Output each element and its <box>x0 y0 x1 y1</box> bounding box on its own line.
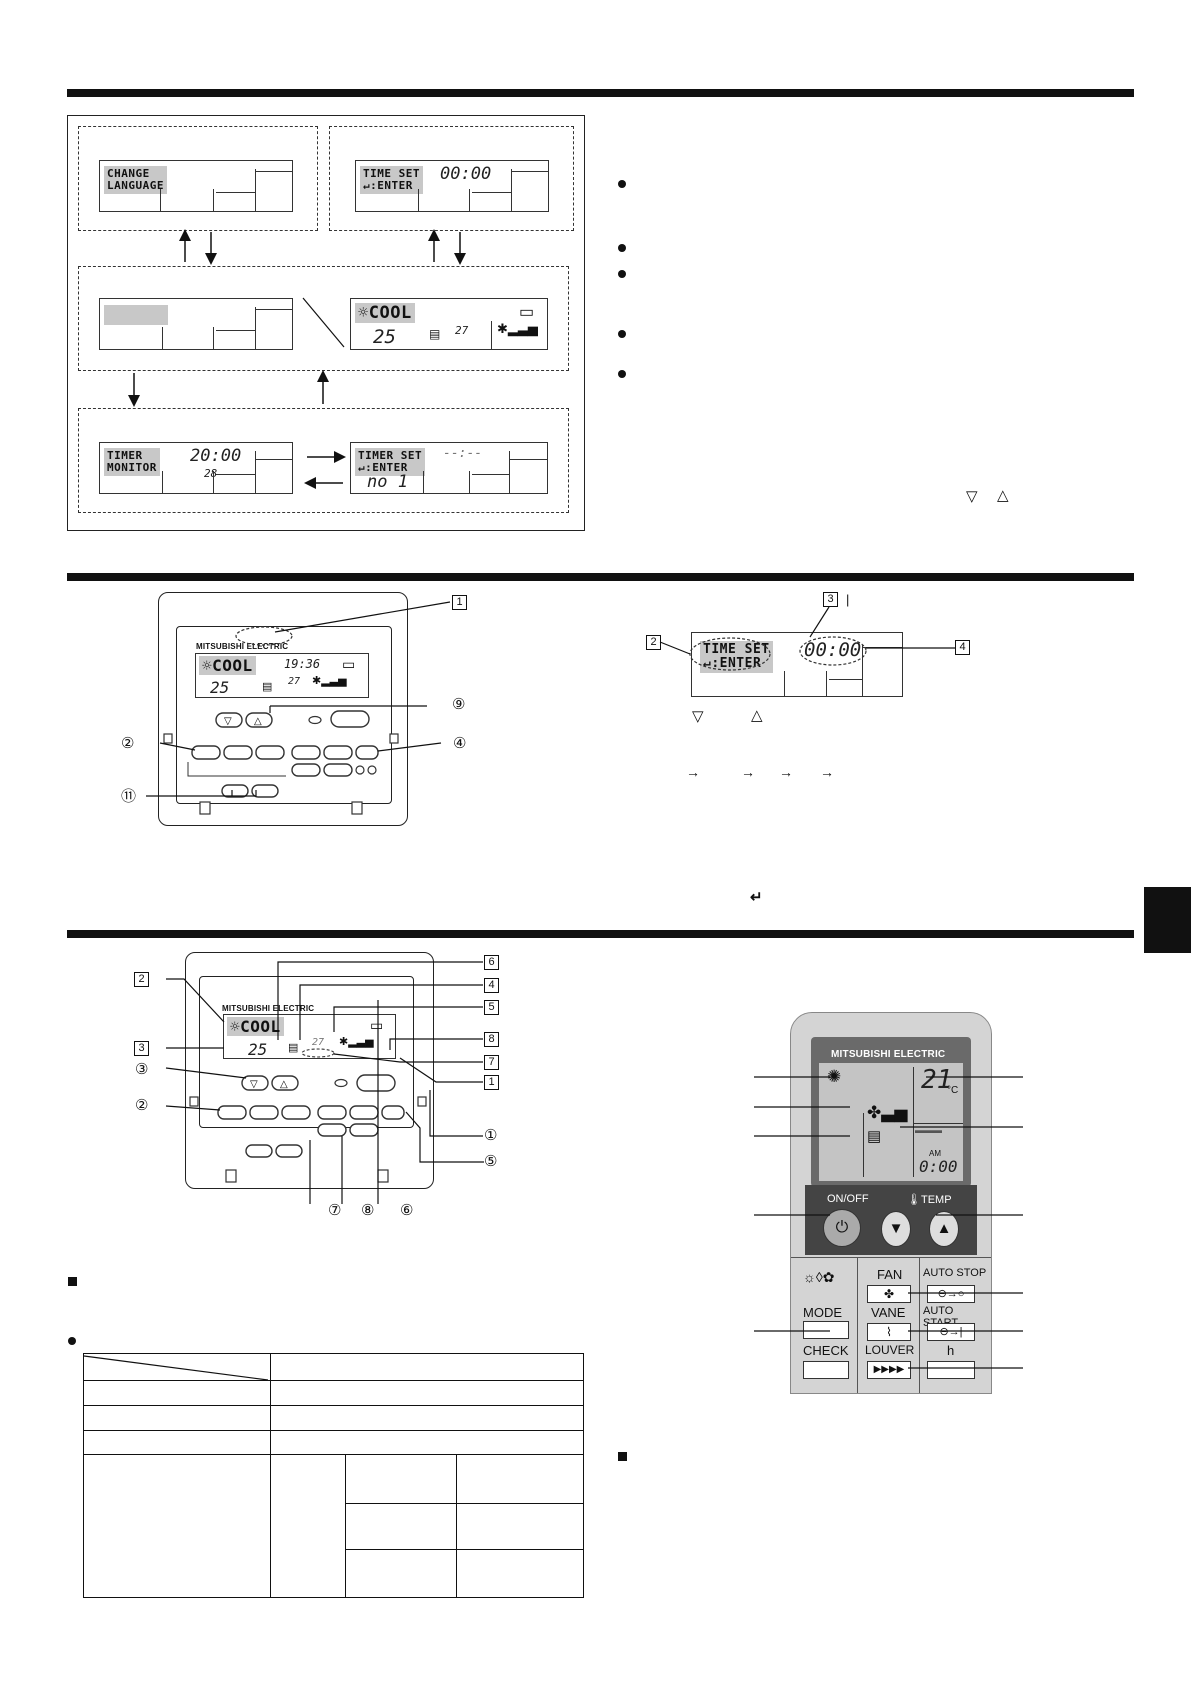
controller-buttons: ▽ △ <box>146 601 451 815</box>
auto-start-button[interactable]: ⊖→| <box>927 1323 975 1341</box>
controller-buttons-2: ▽ △ <box>165 961 484 1204</box>
svg-text:△: △ <box>254 716 262 727</box>
callout-2: ② <box>135 1097 149 1114</box>
callout-box-1: 1 <box>452 595 467 610</box>
vane-icon: ▤ <box>429 327 441 341</box>
h-button[interactable] <box>927 1361 975 1379</box>
svg-text:△: △ <box>280 1079 288 1090</box>
temp-label: 🌡︎TEMP <box>907 1194 952 1206</box>
section-rule-1 <box>67 89 1134 97</box>
callout-2: ② <box>121 735 135 752</box>
callout-8: ⑧ <box>361 1202 375 1219</box>
section-rule-3 <box>67 930 1134 938</box>
section-square-marker <box>68 1277 77 1286</box>
controller-body <box>176 626 392 804</box>
sequence-arrow: → <box>820 764 834 780</box>
flow-arrows <box>128 229 466 489</box>
up-triangle-icon: △ <box>751 707 763 724</box>
lcd-blank <box>99 298 293 350</box>
auto-stop-button[interactable]: ⊖→○ <box>927 1285 975 1303</box>
vane-button[interactable]: ⌇ <box>867 1323 911 1341</box>
lcd-change-language: CHANGE LANGUAGE <box>99 160 293 212</box>
callout-11: ⑪ <box>121 788 137 805</box>
mode-icons: ☼◊✿ <box>803 1269 835 1285</box>
sequence-arrow: → <box>779 764 793 780</box>
bullet <box>618 330 626 338</box>
callout-5: ⑤ <box>484 1153 498 1170</box>
controller-lcd-2: ☼COOL 25 ▤ 27 ✱▂▃▅ ▭ <box>223 1014 396 1059</box>
callout-3: ③ <box>135 1061 149 1078</box>
callout-box-6: 6 <box>484 955 499 970</box>
callout-box-3: 3 <box>823 592 838 607</box>
vane-icon: ▤ <box>867 1128 882 1145</box>
lcd-time-set: TIME SET ↵:ENTER 00:00 <box>355 160 549 212</box>
down-triangle-icon: ▽ <box>966 488 978 505</box>
section-square-marker <box>618 1452 627 1461</box>
check-button[interactable] <box>803 1361 849 1379</box>
up-triangle-icon: △ <box>997 487 1009 504</box>
time-value: 00:00 <box>440 164 492 184</box>
callout-box-5: 5 <box>484 1000 499 1015</box>
callout-box-3: 3 <box>134 1041 149 1056</box>
lcd-time-set-detail: TIME SET ↵:ENTER 00:00 <box>691 632 903 697</box>
mode-button[interactable] <box>803 1321 849 1339</box>
callout-box-1: 1 <box>484 1075 499 1090</box>
bullet <box>618 180 626 188</box>
callout-box-2: 2 <box>134 972 149 987</box>
callout-7: ⑦ <box>328 1202 342 1219</box>
detail-callout-outlines <box>659 606 955 671</box>
lcd-timer-set: TIMER SET ↵:ENTER --:-- no 1 <box>350 442 548 494</box>
callout-1: ① <box>484 1127 498 1144</box>
controller-lcd: ☼COOL 19:36 25 ▤ 27 ✱▂▃▅ ▭ <box>195 653 369 698</box>
lcd-cool: ☼COOL 25 ▤ 27 ✱▂▃▅ ▭ <box>350 298 548 350</box>
callout-box-7: 7 <box>484 1055 499 1070</box>
fan-button[interactable]: ✤ <box>867 1285 911 1303</box>
flow-diagram-frame <box>67 115 585 531</box>
fan-speed-icon: ✤▃▅ <box>867 1103 908 1122</box>
filter-icon: ▭ <box>519 304 535 321</box>
change-language-group <box>78 126 318 231</box>
bullet <box>618 244 626 252</box>
spec-table <box>83 1352 584 1599</box>
section-rule-2 <box>67 573 1134 581</box>
callout-9: ⑨ <box>452 696 466 713</box>
svg-text:▽: ▽ <box>224 716 232 727</box>
temp-down-button[interactable]: ▼ <box>881 1211 911 1247</box>
controller-body-2 <box>199 976 414 1128</box>
enter-icon: ↵ <box>750 889 763 906</box>
callout-box-4: 4 <box>955 640 970 655</box>
bullet <box>618 370 626 378</box>
callout-box-4: 4 <box>484 978 499 993</box>
timer-group <box>78 408 569 513</box>
language-tab-marker <box>1144 887 1191 953</box>
time-set-group <box>329 126 574 231</box>
callout-6: ⑥ <box>400 1202 414 1219</box>
sequence-arrow: → <box>686 764 700 780</box>
callout-box-8: 8 <box>484 1032 499 1047</box>
remote-leader-lines <box>754 1076 1023 1369</box>
temp-up-button[interactable]: ▲ <box>929 1211 959 1247</box>
svg-text:▽: ▽ <box>250 1079 258 1090</box>
sequence-arrow: → <box>741 764 755 780</box>
remote-lcd: ✺ 21 °C ✤▃▅ ▤ ▬▬▬ AM 0:00 <box>819 1063 963 1181</box>
down-triangle-icon: ▽ <box>692 708 704 725</box>
change-language-text: CHANGE LANGUAGE <box>104 166 167 194</box>
remote-temp: 21 <box>921 1065 953 1095</box>
louver-button[interactable]: ▶▶▶▶ <box>867 1361 911 1379</box>
bullet <box>618 270 626 278</box>
controller-outer <box>158 592 408 826</box>
cool-mode-icon: ✺ <box>827 1067 842 1086</box>
fan-speed-icon: ✱▂▃▅ <box>497 321 538 336</box>
bullet <box>68 1337 76 1345</box>
lcd-timer-monitor: TIMER MONITOR 20:00 28 <box>99 442 293 494</box>
wireless-remote: MITSUBISHI ELECTRIC ✺ 21 °C ✤▃▅ ▤ ▬▬▬ AM… <box>790 1012 992 1394</box>
brand-logo: MITSUBISHI ELECTRIC <box>196 642 289 651</box>
callout-4: ④ <box>453 735 467 752</box>
